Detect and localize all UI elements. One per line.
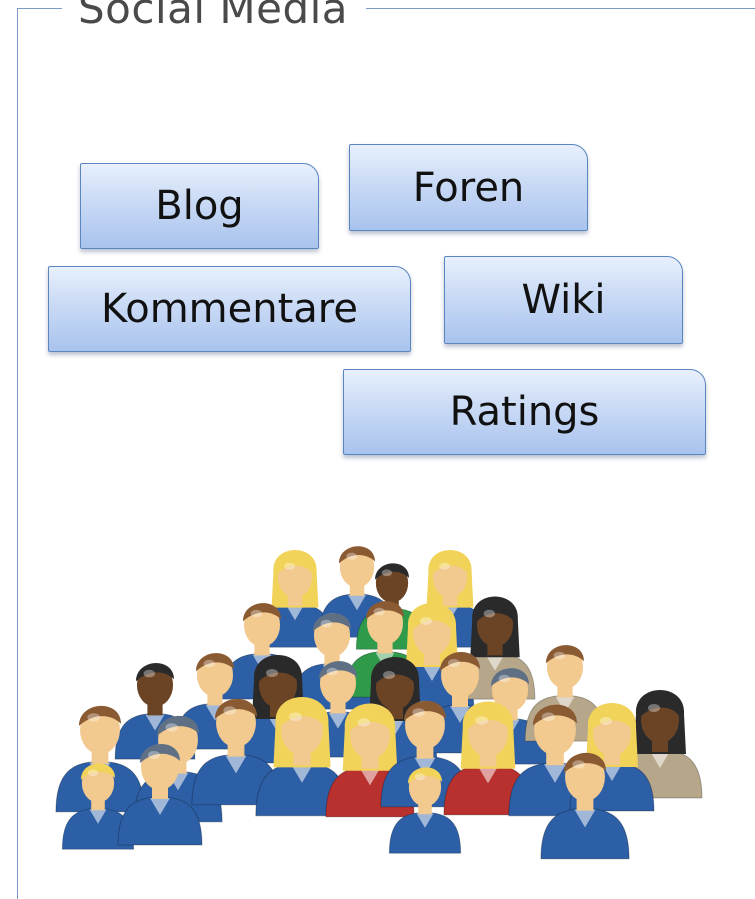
tag-ratings[interactable]: Ratings: [343, 369, 706, 455]
tag-blog[interactable]: Blog: [80, 163, 319, 249]
tag-foren[interactable]: Foren: [349, 144, 588, 231]
group-title: Social Media: [62, 0, 367, 37]
social-media-group: Social Media: [17, 0, 755, 899]
crowd-of-people-icon: [55, 546, 703, 860]
tag-wiki[interactable]: Wiki: [444, 256, 683, 344]
tag-kommentare[interactable]: Kommentare: [48, 266, 411, 352]
